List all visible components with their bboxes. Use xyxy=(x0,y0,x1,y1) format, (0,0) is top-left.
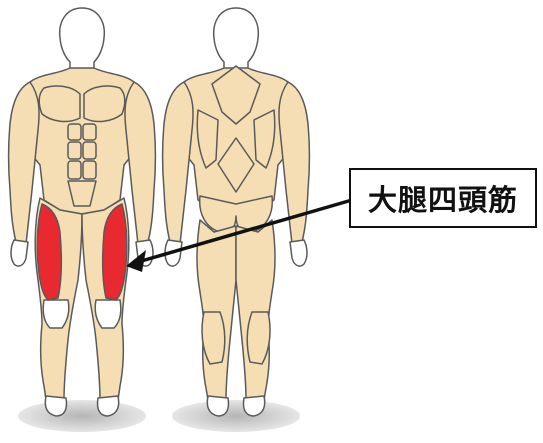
front-left-foot xyxy=(45,396,66,416)
front-floor-shadow xyxy=(18,400,146,432)
muscle-label: 大腿四頭筋 xyxy=(349,168,537,228)
back-left-arm xyxy=(163,82,194,244)
front-left-pec xyxy=(39,86,80,121)
front-body xyxy=(9,8,156,416)
front-right-pec xyxy=(84,86,125,121)
back-right-hand xyxy=(290,240,307,266)
front-head xyxy=(60,8,105,72)
back-right-leg xyxy=(236,220,275,400)
back-left-leg xyxy=(197,220,236,400)
front-left-arm xyxy=(9,82,40,244)
back-body xyxy=(163,8,310,416)
back-head xyxy=(214,8,259,72)
front-left-hand xyxy=(11,240,28,266)
back-left-foot xyxy=(207,396,228,416)
back-floor-shadow xyxy=(172,400,300,432)
front-right-arm xyxy=(125,82,156,244)
front-right-foot xyxy=(97,396,118,416)
muscle-label-text: 大腿四頭筋 xyxy=(368,177,518,219)
front-left-knee xyxy=(43,300,69,328)
back-right-foot xyxy=(243,396,264,416)
front-right-knee xyxy=(95,300,121,328)
